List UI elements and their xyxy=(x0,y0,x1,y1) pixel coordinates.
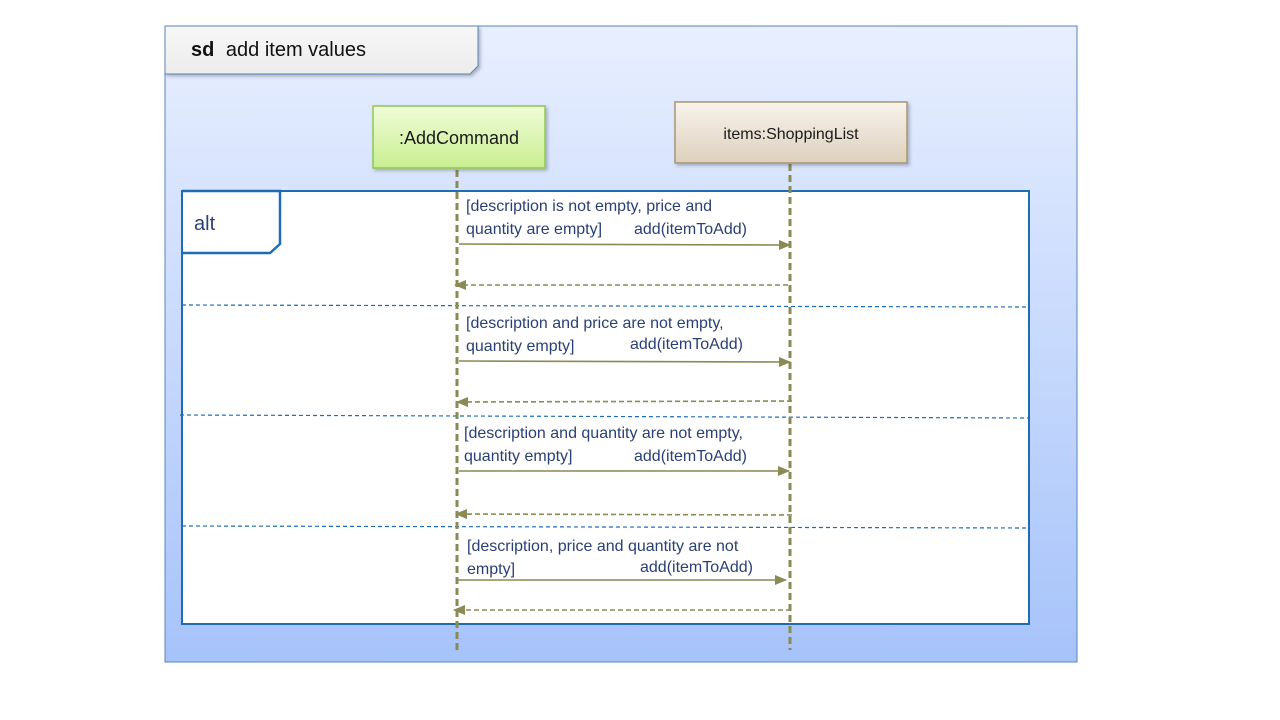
message-label: add(itemToAdd) xyxy=(634,448,747,465)
alt-fragment-tab xyxy=(182,189,282,255)
return-arrow xyxy=(455,509,793,520)
lifeline-shoppinglist-label: items:ShoppingList xyxy=(723,126,859,143)
sd-frame-tab xyxy=(164,25,479,75)
message-label: add(itemToAdd) xyxy=(630,336,743,353)
lifeline-shoppinglist-head xyxy=(674,101,908,164)
guard-text: [description and quantity are not empty, xyxy=(464,425,743,442)
guard-text: quantity empty] xyxy=(464,448,573,465)
message-label: add(itemToAdd) xyxy=(640,559,753,576)
operand-2: [description and price are not empty, qu… xyxy=(456,315,793,407)
lifeline-addcommand-head xyxy=(372,105,546,169)
operand-3: [description and quantity are not empty,… xyxy=(455,425,793,520)
alt-fragment xyxy=(181,190,1030,625)
operand-separator xyxy=(179,414,1030,419)
guard-text: empty] xyxy=(467,561,515,578)
call-arrow xyxy=(458,356,791,367)
operand-1: [description is not empty, price and qua… xyxy=(454,198,791,290)
sd-name: add item values xyxy=(226,39,366,61)
operand-4: [description, price and quantity are not… xyxy=(453,538,791,615)
call-arrow xyxy=(458,239,791,250)
message-label: add(itemToAdd) xyxy=(634,221,747,238)
lifeline-addcommand-label: :AddCommand xyxy=(399,128,519,148)
sd-frame-title: sd add item values xyxy=(191,39,366,61)
guard-text: quantity empty] xyxy=(466,338,575,355)
guard-text: [description and price are not empty, xyxy=(466,315,724,332)
alt-operator-label: alt xyxy=(194,213,216,235)
operand-separator xyxy=(181,304,1030,308)
guard-text: quantity are empty] xyxy=(466,221,602,238)
guard-text: [description is not empty, price and xyxy=(466,198,712,215)
guard-text: [description, price and quantity are not xyxy=(467,538,739,555)
sd-keyword: sd xyxy=(191,39,214,61)
operand-separator xyxy=(181,525,1030,529)
